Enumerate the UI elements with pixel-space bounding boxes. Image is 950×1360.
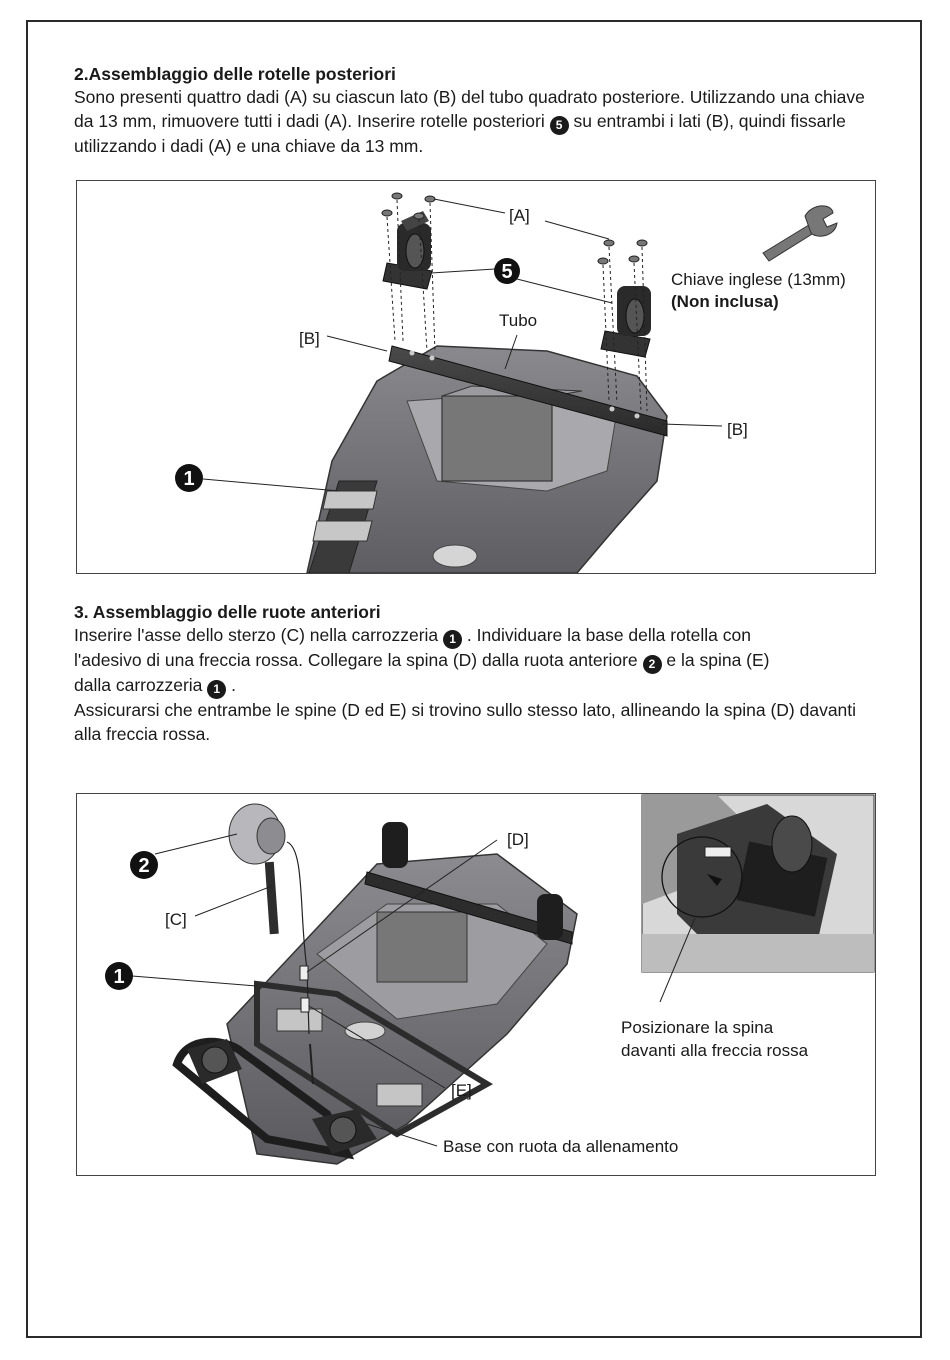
wrench-icon bbox=[762, 205, 838, 262]
guide-lines bbox=[386, 199, 648, 412]
badge-1-fig2-text: 1 bbox=[113, 966, 124, 988]
badge-2-text: 2 bbox=[138, 855, 149, 877]
part-2-badge: 2 bbox=[642, 655, 662, 674]
rear-tube bbox=[388, 345, 668, 437]
left-caster-wheel bbox=[382, 211, 433, 290]
badge-1-fig2 bbox=[105, 962, 133, 990]
section-2-body-a: Sono presenti quattro dadi (A) su ciascu… bbox=[74, 87, 865, 131]
section-2-body-b: su entrambi i lati (B), quindi fissarle … bbox=[74, 110, 846, 156]
label-b-right: [B] bbox=[727, 420, 748, 439]
inset-caption-2: davanti alla freccia rossa bbox=[621, 1041, 809, 1060]
section-3-body: Inserire l'asse dello sterzo (C) nella c… bbox=[74, 624, 884, 746]
part-1-badge-2: 1 bbox=[207, 680, 227, 699]
tube-label: Tubo bbox=[499, 311, 537, 330]
training-wheel-bases bbox=[187, 1039, 377, 1154]
leader-lines-2 bbox=[131, 833, 498, 1147]
label-d: [D] bbox=[507, 830, 529, 849]
part-5-badge: 5 bbox=[549, 115, 569, 135]
badge-2 bbox=[130, 851, 158, 879]
section-2-body: Sono presenti quattro dadi (A) su ciascu… bbox=[74, 86, 884, 158]
rear-wheel-illustration: [A] 5 Chiave inglese (13mm) (Non inclusa… bbox=[175, 192, 846, 573]
label-c: [C] bbox=[165, 910, 187, 929]
rear-wheel-figure: [A] 5 Chiave inglese (13mm) (Non inclusa… bbox=[76, 180, 876, 574]
section-2-title: 2.Assemblaggio delle rotelle posteriori bbox=[74, 64, 396, 84]
front-wheel-figure: 2 [C] 1 [D] [E] Base con ruota da allena… bbox=[76, 793, 876, 1176]
section-3-line3-a: dalla carrozzeria bbox=[74, 675, 203, 695]
section-3: 3. Assemblaggio delle ruote anteriori In… bbox=[74, 601, 884, 746]
badge-1-text: 1 bbox=[183, 468, 194, 490]
page-frame bbox=[26, 20, 922, 1338]
badge-5-text: 5 bbox=[501, 261, 512, 283]
inset-caption-1: Posizionare la spina bbox=[621, 1018, 774, 1037]
section-3-line4: Assicurarsi che entrambe le spine (D ed … bbox=[74, 700, 857, 744]
inset-detail bbox=[641, 794, 875, 1003]
label-e: [E] bbox=[451, 1081, 472, 1100]
section-3-line2-a: l'adesivo di una freccia rossa. Collegar… bbox=[74, 650, 638, 670]
front-wheel-illustration: 2 [C] 1 [D] [E] Base con ruota da allena… bbox=[105, 794, 875, 1165]
rear-caster-wheels bbox=[382, 822, 563, 940]
badge-5 bbox=[494, 258, 520, 284]
section-3-line1-b: . Individuare la base della rotella con bbox=[466, 625, 751, 645]
leader-lines bbox=[202, 198, 723, 492]
wrench-note: (Non inclusa) bbox=[671, 292, 779, 311]
label-a: [A] bbox=[509, 206, 530, 225]
badge-1 bbox=[175, 464, 203, 492]
section-3-title: 3. Assemblaggio delle ruote anteriori bbox=[74, 602, 381, 622]
section-3-line2-b: e la spina (E) bbox=[666, 650, 770, 670]
wrench-label: Chiave inglese (13mm) bbox=[671, 270, 846, 289]
nuts bbox=[381, 192, 648, 265]
section-3-line3-b: . bbox=[231, 675, 237, 695]
section-2: 2.Assemblaggio delle rotelle posteriori … bbox=[74, 63, 884, 158]
car-body-front bbox=[172, 853, 578, 1165]
part-1-badge: 1 bbox=[443, 630, 463, 649]
base-label: Base con ruota da allenamento bbox=[443, 1137, 678, 1156]
front-wheel-steering-axle bbox=[228, 803, 314, 1085]
label-b-left: [B] bbox=[299, 329, 320, 348]
section-3-line1-a: Inserire l'asse dello sterzo (C) nella c… bbox=[74, 625, 439, 645]
